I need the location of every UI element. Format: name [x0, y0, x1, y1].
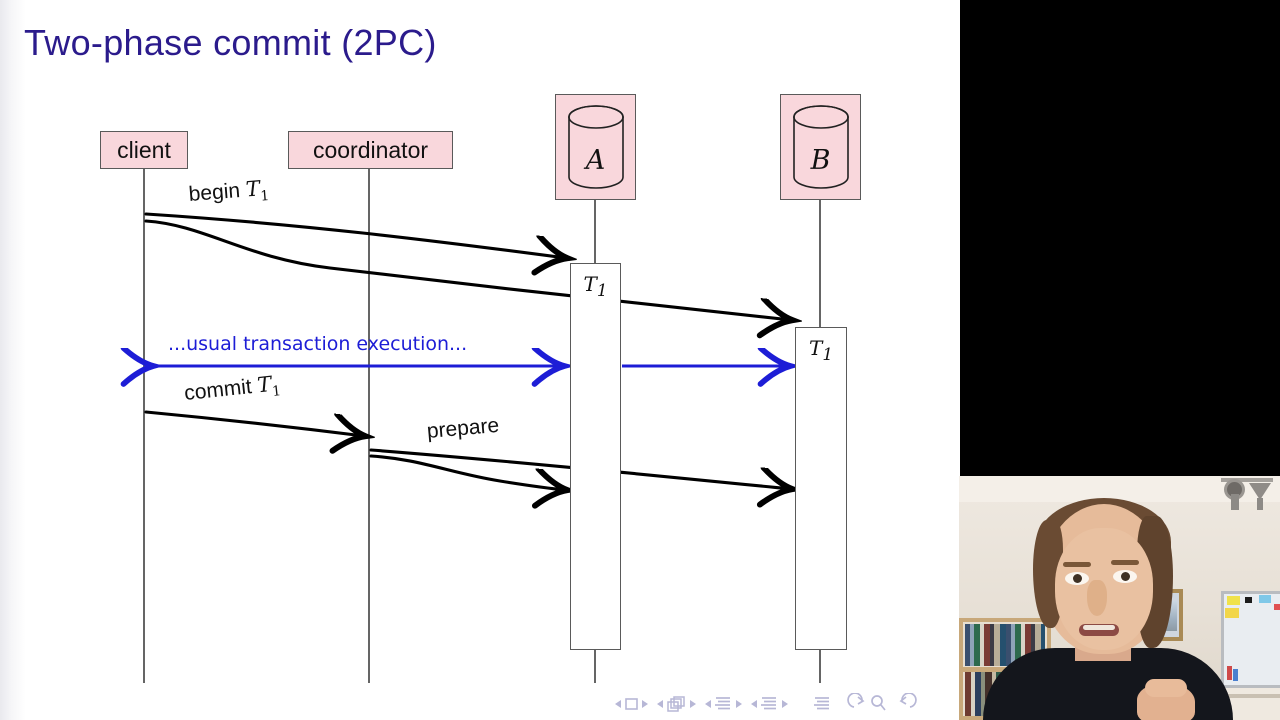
participant-a [555, 94, 636, 200]
beamer-navigation-bar[interactable] [615, 692, 955, 715]
slide-icon [625, 698, 638, 710]
arrow-commit [144, 410, 364, 436]
webcam-spotlight-two [1249, 483, 1271, 500]
webcam-sticky-note [1245, 597, 1252, 603]
activation-label-b: T1 [809, 336, 833, 364]
participant-client-label: client [117, 136, 171, 163]
message-label-usual-transaction: ...usual transaction execution... [168, 333, 468, 355]
subsection-icon [715, 697, 730, 710]
arrow-begin-to-a [144, 212, 566, 258]
presenter-webcam-overlay[interactable] [959, 476, 1280, 720]
arrow-prepare-to-a [369, 454, 566, 490]
arrow-begin-to-b [144, 219, 791, 320]
database-icon [792, 105, 849, 189]
frames-icon [667, 696, 685, 712]
prev-section-icon [751, 700, 757, 708]
webcam-presenter-pupil-right [1121, 572, 1130, 581]
prev-slide-icon [615, 700, 621, 708]
next-section-icon [782, 700, 788, 708]
participant-coordinator: coordinator [288, 131, 453, 169]
prev-subsection-icon [705, 700, 711, 708]
webcam-desk-edge [1207, 694, 1280, 698]
slide-canvas: Two-phase commit (2PC) [0, 0, 960, 720]
document-icon [814, 697, 829, 710]
participant-a-label: A [585, 145, 606, 176]
webcam-presenter-eyebrow-left [1063, 562, 1091, 567]
page-title: Two-phase commit (2PC) [24, 22, 437, 63]
webcam-sticky-note [1225, 608, 1239, 618]
webcam-marker [1227, 666, 1232, 680]
database-icon [567, 105, 624, 189]
webcam-spotlight-one [1227, 482, 1242, 497]
webcam-presenter-eyebrow-right [1111, 560, 1139, 565]
prev-frame-icon [657, 700, 663, 708]
webcam-presenter-fingers [1145, 679, 1187, 697]
next-slide-icon [642, 700, 648, 708]
forward-icon [899, 692, 917, 708]
webcam-presenter-nose [1087, 580, 1107, 616]
participant-b-label: B [810, 145, 831, 176]
webcam-sticky-note [1259, 595, 1271, 603]
webcam-sticky-note [1274, 604, 1280, 610]
activation-label-a: T1 [583, 272, 608, 300]
participant-b [780, 94, 861, 200]
webcam-spotlight-one-stem [1231, 494, 1239, 510]
back-icon [847, 692, 865, 708]
webcam-sticky-note [1227, 596, 1240, 605]
section-icon [761, 697, 776, 710]
sequence-diagram [0, 169, 821, 683]
webcam-light-rail [1221, 478, 1273, 482]
webcam-presenter-pupil-left [1073, 574, 1082, 583]
next-frame-icon [690, 700, 696, 708]
webcam-marker [1233, 669, 1238, 681]
activation-bar-a [570, 263, 621, 650]
participant-client: client [100, 131, 188, 169]
participant-coordinator-label: coordinator [312, 136, 429, 163]
webcam-presenter-teeth [1083, 625, 1115, 630]
next-subsection-icon [736, 700, 742, 708]
find-icon [871, 695, 886, 711]
webcam-spotlight-two-stem [1257, 498, 1263, 510]
activation-bar-b [795, 327, 847, 650]
